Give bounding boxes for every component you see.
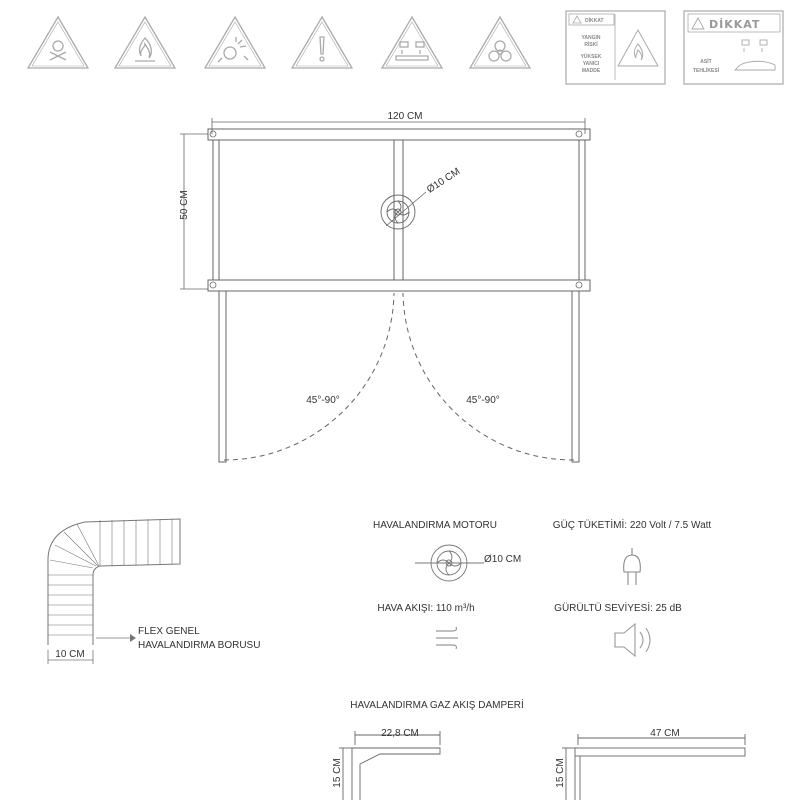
warning-sign-explosive (203, 15, 267, 69)
power-consumption: GÜÇ TÜKETİMİ: 220 Volt / 7.5 Watt (553, 518, 712, 531)
cabinet-bottom-rail (207, 279, 591, 292)
panel-yangin-line1: YANGIN (582, 35, 601, 41)
flex-pipe-title-line2: HAVALANDIRMA BORUSU (138, 640, 260, 651)
damper-left-width-label: 22,8 CM (381, 728, 419, 739)
flex-pipe-title-line1: FLEX GENEL (138, 626, 200, 637)
cabinet-middle-partition (393, 139, 404, 281)
speaker-icon (614, 622, 651, 658)
flammable-flame-icon (135, 37, 155, 62)
exclamation-icon (319, 36, 325, 62)
flex-pipe-drawing (47, 518, 181, 664)
toxic-skull-icon (49, 40, 67, 61)
flex-pipe-diameter-label: 10 CM (55, 649, 84, 660)
motor-title: HAVALANDIRMA MOTORU (373, 520, 497, 531)
cabinet-right-door (402, 290, 580, 463)
panel-yangin-line4: YANICI (583, 61, 600, 67)
cabinet-top-rail (207, 128, 591, 141)
panel-asit-line1: ASİT (700, 58, 711, 65)
warning-sign-toxic (26, 15, 90, 69)
flammable-flame-icon (617, 28, 659, 67)
panel-yangin-riski: DİKKAT YANGIN RİSKİ YÜKSEK YANICI MADDE (565, 10, 666, 85)
cabinet-height-dimension (180, 133, 208, 290)
panel-yangin-line2: RİSKİ (584, 41, 598, 48)
noise-level: GÜRÜLTÜ SEVİYESİ: 25 dB (554, 601, 682, 614)
damper-left-drawing (339, 731, 441, 800)
corrosive-icon (395, 41, 429, 61)
biohazard-icon (488, 40, 512, 62)
cabinet-drawing (180, 118, 591, 463)
panel-yangin-header: DİKKAT (585, 17, 604, 24)
air-flow-icon (436, 626, 458, 650)
panel-asit-line2: TEHLİKESİ (693, 67, 720, 74)
damper-right-width-label: 47 CM (650, 728, 679, 739)
power-plug-icon (623, 548, 641, 585)
damper-left-height-label: 15 CM (332, 758, 343, 787)
panel-yangin-line5: MADDE (582, 68, 601, 74)
damper-right-height-label: 15 CM (555, 758, 566, 787)
cabinet-fan-diameter-label: Ø10 CM (425, 166, 462, 196)
warning-sign-flammable (113, 15, 177, 69)
cabinet-width-label: 120 CM (387, 111, 422, 122)
air-flow: HAVA AKIŞI: 110 m³/h (377, 603, 474, 614)
warning-sign-corrosive (380, 15, 444, 69)
warning-sign-biohazard (468, 15, 532, 69)
motor-fan-icon (415, 544, 484, 582)
cabinet-fan-icon (380, 194, 416, 230)
cabinet-height-label: 50 CM (179, 190, 190, 219)
damper-right-drawing (562, 734, 746, 800)
cabinet-left-door (218, 290, 395, 463)
cabinet-right-door-angle: 45°-90° (466, 395, 500, 406)
damper-title: HAVALANDIRMA GAZ AKIŞ DAMPERİ (350, 698, 524, 711)
explosive-icon (217, 37, 249, 63)
panel-asit-header: DİKKAT (709, 17, 760, 31)
cabinet-left-door-angle: 45°-90° (306, 395, 340, 406)
panel-yangin-line3: YÜKSEK (581, 53, 602, 60)
panel-asit-tehlikesi: DİKKAT ASİT TEHLİKESİ (683, 10, 784, 85)
motor-diameter-label: Ø10 CM (484, 554, 521, 565)
warning-sign-exclamation (290, 15, 354, 69)
corrosive-icon (733, 39, 776, 71)
